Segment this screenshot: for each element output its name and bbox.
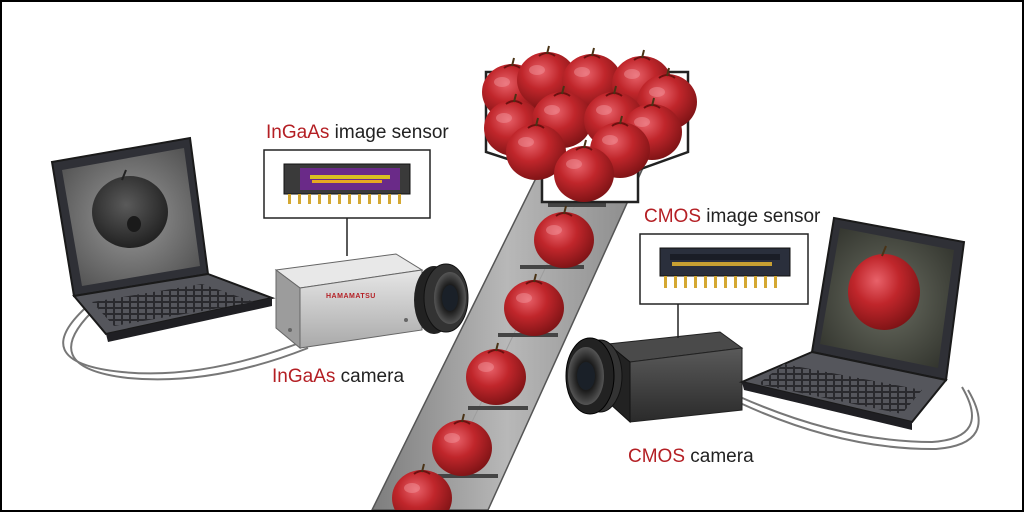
cmos-sensor-chip-icon xyxy=(639,233,809,305)
camera-brand-logo: HAMAMATSU xyxy=(326,293,376,300)
laptop-icon xyxy=(738,216,966,430)
ingaas-camera-label-highlight: InGaAs xyxy=(272,366,336,387)
cmos-camera-label: CMOS camera xyxy=(628,446,754,468)
laptop-icon xyxy=(50,136,276,342)
ingaas-sensor-label: InGaAs image sensor xyxy=(266,122,449,144)
cmos-sensor-label-highlight: CMOS xyxy=(644,206,701,227)
camera-icon: HAMAMATSU xyxy=(274,253,469,350)
cables xyxy=(62,301,980,451)
ingaas-sensor-chip-icon xyxy=(263,149,431,256)
ingaas-camera-label-rest: camera xyxy=(335,366,405,387)
ingaas-sensor-label-rest: image sensor xyxy=(329,122,449,143)
camera-icon xyxy=(565,304,744,424)
ingaas-sensor-label-highlight: InGaAs xyxy=(266,122,330,143)
ingaas-camera-label: InGaAs camera xyxy=(272,366,404,388)
cmos-sensor-label: CMOS image sensor xyxy=(644,206,820,228)
cmos-camera-label-rest: camera xyxy=(685,446,754,467)
cmos-camera-label-highlight: CMOS xyxy=(628,446,685,467)
hopper-icon xyxy=(481,45,698,204)
cmos-sensor-label-rest: image sensor xyxy=(701,206,821,227)
